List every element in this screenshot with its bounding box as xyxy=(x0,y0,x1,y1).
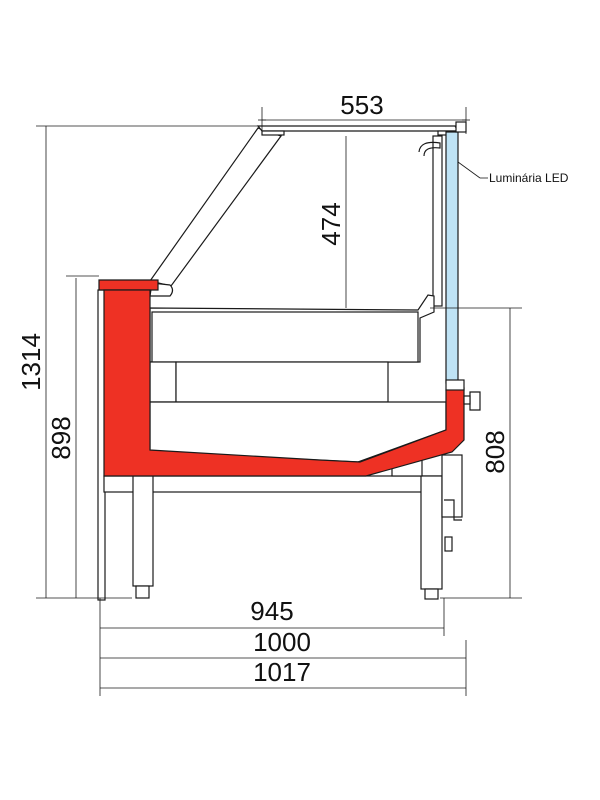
rear-glass-panel xyxy=(445,131,459,384)
rear-bracket xyxy=(445,379,481,411)
dim-depth-1017: 1017 xyxy=(253,657,311,687)
led-light-label: Luminária LED xyxy=(489,171,569,185)
dim-glass-height: 474 xyxy=(316,202,346,245)
dim-depth-1000: 1000 xyxy=(253,627,311,657)
dim-total-height: 1314 xyxy=(16,333,46,391)
top-glass-panel xyxy=(256,125,460,136)
curved-front-glass xyxy=(148,127,282,297)
display-tray xyxy=(149,294,447,463)
base-structure xyxy=(97,289,463,601)
dim-rear-height: 808 xyxy=(480,430,510,473)
led-luminaire-icon xyxy=(418,141,441,157)
dimension-lines xyxy=(36,107,522,696)
dim-top-width: 553 xyxy=(340,90,383,120)
rear-inner-post xyxy=(432,135,443,307)
dim-counter-height: 898 xyxy=(46,416,76,459)
dim-depth-945: 945 xyxy=(250,596,293,626)
